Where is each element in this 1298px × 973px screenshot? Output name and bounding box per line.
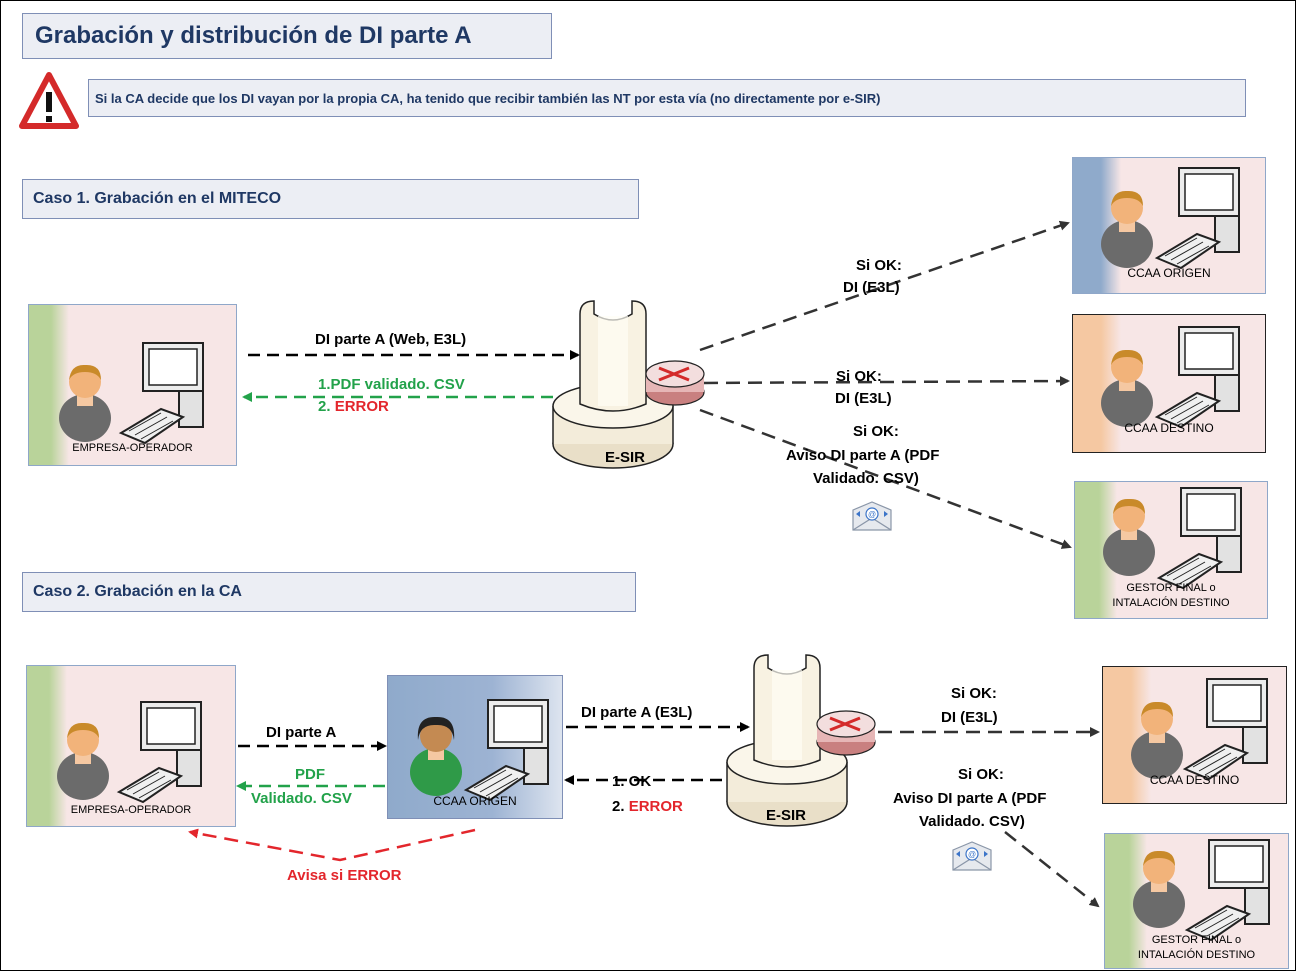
c1-ccaa-origen-label: CCAA ORIGEN [1127,266,1211,280]
c1-gestor-label-2: INTALACIÓN DESTINO [1112,597,1230,609]
svg-text:@: @ [968,850,976,859]
c1-destino-label-2: DI (E3L) [835,390,892,407]
c2-esir-label: E-SIR [766,807,806,824]
c1-ccaa-destino-label: CCAA DESTINO [1124,421,1214,435]
person-computer-icon [410,699,549,802]
c2-ok-label-1: 1. OK [612,773,652,790]
c2-empresa-panel: EMPRESA-OPERADOR [26,665,236,827]
c2-ccaa-origen-panel: CCAA ORIGEN [387,675,563,819]
c1-ccaa-origen-panel: CCAA ORIGEN [1072,157,1266,294]
c2-avisa-error-label: Avisa si ERROR [287,867,402,884]
arrow-c2-error [188,828,476,862]
person-computer-icon [1101,326,1240,429]
person-computer-icon [1131,678,1268,781]
email-icon: @ [952,841,992,871]
c1-aviso-label-2: Aviso DI parte A (PDF [786,447,940,464]
c2-empresa-label: EMPRESA-OPERADOR [70,804,192,816]
c1-reply-line1: 1.PDF validado. CSV [318,376,465,393]
c1-destino-label-1: Si OK: [836,368,882,385]
c1-esir-label: E-SIR [605,449,645,466]
c1-gestor-label-1: GESTOR FINAL o [1126,582,1216,594]
arrow-c1-destino [703,376,1070,387]
c2-gestor-label-1: GESTOR FINAL o [1151,934,1242,946]
c1-reply-line2: 2. ERROR [318,398,389,415]
person-computer-icon [1133,839,1270,942]
c1-arrow-di-label: DI parte A (Web, E3L) [315,331,467,348]
person-computer-icon [59,342,204,445]
c2-destino-label-2: DI (E3L) [941,709,998,726]
warning-icon [19,72,79,129]
c1-aviso-label-1: Si OK: [853,423,899,440]
c2-aviso-label-3: Validado. CSV) [919,813,1025,830]
arrow-c2-gestor [1004,831,1100,908]
c1-aviso-label-3: Validado. CSV) [813,470,919,487]
c2-aviso-label-2: Aviso DI parte A (PDF [893,790,1047,807]
warning-banner: Si la CA decide que los DI vayan por la … [88,79,1246,117]
c2-ok-label-2: 2. ERROR [612,798,683,815]
c2-ccaa-destino-label: CCAA DESTINO [1149,773,1240,787]
c1-empresa-panel: EMPRESA-OPERADOR [28,304,237,466]
case1-heading: Caso 1. Grabación en el MITECO [22,179,639,219]
c2-arrow-di-e3l-label: DI parte A (E3L) [581,704,693,721]
case2-heading: Caso 2. Grabación en la CA [22,572,636,612]
c1-empresa-label: EMPRESA-OPERADOR [72,442,193,454]
c2-pdf-label-1: PDF [295,766,325,783]
email-icon: @ [852,501,892,531]
c2-gestor-label-2: INTALACIÓN DESTINO [1137,949,1256,961]
person-computer-icon [1101,167,1240,270]
page-title: Grabación y distribución de DI parte A [22,13,552,59]
person-computer-icon [1103,487,1242,590]
svg-text:@: @ [868,510,876,519]
person-computer-icon [57,701,202,804]
c2-gestor-panel: GESTOR FINAL o INTALACIÓN DESTINO [1104,833,1289,969]
c2-arrow-di-label: DI parte A [266,724,337,741]
c1-ccaa-destino-panel: CCAA DESTINO [1072,314,1266,453]
c2-ccaa-origen-label: CCAA ORIGEN [433,794,517,808]
c2-destino-label-1: Si OK: [951,685,997,702]
c2-aviso-label-1: Si OK: [958,766,1004,783]
c1-origen-label-1: Si OK: [856,257,902,274]
c1-esir-server: E-SIR [552,300,705,469]
c2-pdf-label-2: Validado. CSV [251,790,352,807]
c2-ccaa-destino-panel: CCAA DESTINO [1102,666,1287,804]
c2-esir-server: E-SIR [726,654,876,827]
c1-gestor-panel: GESTOR FINAL o INTALACIÓN DESTINO [1074,481,1268,619]
c1-origen-label-2: DI (E3L) [843,279,900,296]
